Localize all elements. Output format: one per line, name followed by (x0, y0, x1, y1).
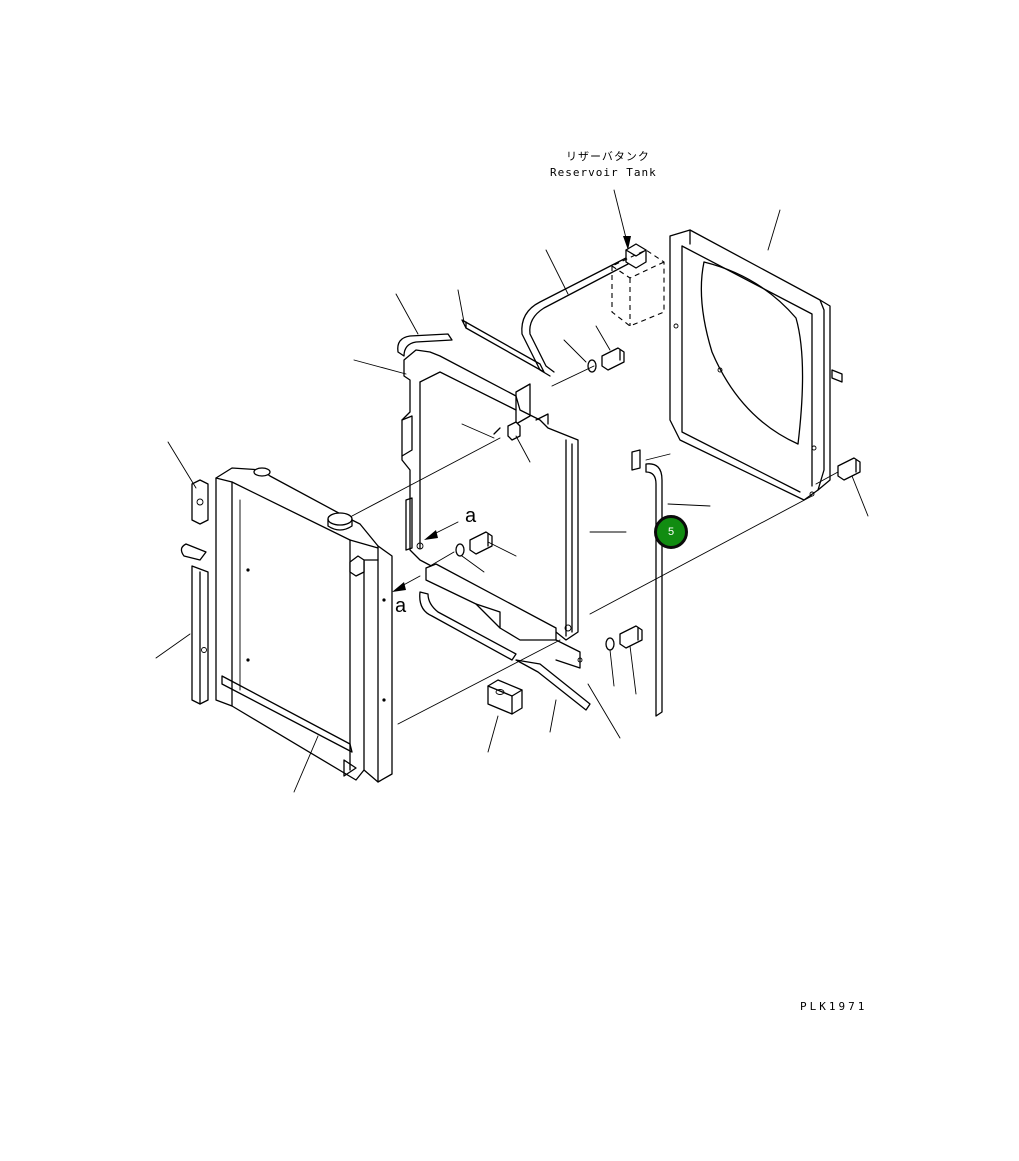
drawing-id: PLK1971 (800, 1000, 868, 1013)
view-mark-a-lower: a (395, 595, 407, 617)
part-callout-5[interactable]: 5 (654, 515, 688, 549)
bolt-center (455, 531, 493, 557)
rubber-mount (487, 679, 523, 715)
vertical-seal-strip (631, 449, 663, 717)
shroud-plate (401, 349, 579, 641)
view-arrows (392, 521, 459, 592)
leader-lines (155, 189, 869, 793)
lower-shroud (419, 563, 591, 711)
reservoir-tank (611, 243, 665, 327)
assembly-lines (351, 365, 839, 725)
bolt-upper (587, 347, 625, 373)
radiator-core (215, 467, 393, 783)
reservoir-tank-label-jp: リザーバタンク (566, 150, 650, 163)
fan-shroud (669, 229, 843, 501)
reservoir-tank-label-en: Reservoir Tank (550, 166, 657, 179)
stud-center (493, 421, 521, 441)
reservoir-hose (521, 257, 629, 377)
view-mark-a-upper: a (465, 505, 477, 527)
side-bracket (180, 479, 209, 705)
bolt-far-right (837, 457, 861, 481)
bolt-lower-right (605, 625, 643, 651)
